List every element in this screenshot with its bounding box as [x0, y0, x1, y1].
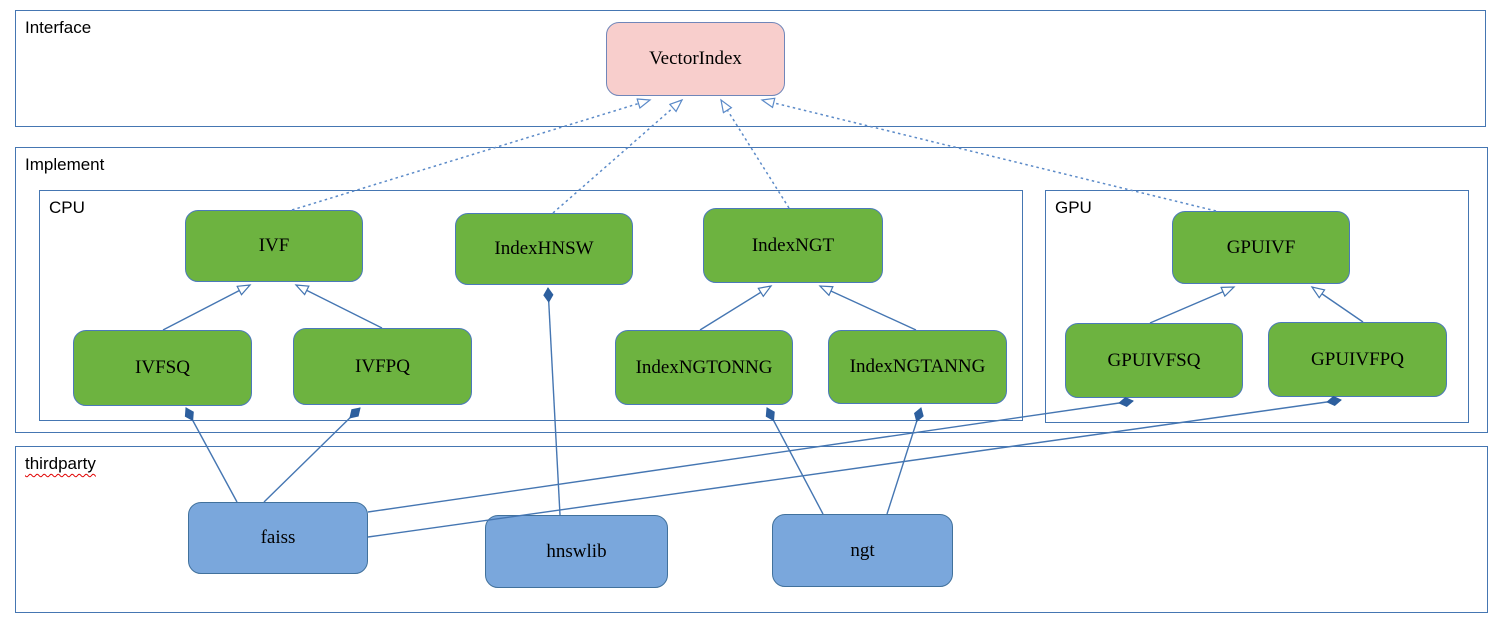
node-gpuivfpq: GPUIVFPQ — [1268, 322, 1447, 397]
node-ivfsq: IVFSQ — [73, 330, 252, 406]
node-gpuivfsq: GPUIVFSQ — [1065, 323, 1243, 398]
node-indexngtanng: IndexNGTANNG — [828, 330, 1007, 404]
node-vectorindex: VectorIndex — [606, 22, 785, 96]
node-faiss-label: faiss — [260, 527, 296, 548]
node-ivfpq: IVFPQ — [293, 328, 472, 405]
node-hnswlib: hnswlib — [485, 515, 668, 588]
container-cpu-label: CPU — [49, 198, 85, 217]
node-vectorindex-label: VectorIndex — [649, 48, 742, 69]
node-gpuivfsq-label: GPUIVFSQ — [1107, 349, 1201, 371]
node-indexngtonng-label: IndexNGTONNG — [635, 356, 773, 378]
node-ivf-label: IVF — [258, 235, 290, 256]
container-gpu-label: GPU — [1055, 198, 1092, 217]
node-indexngt: IndexNGT — [703, 208, 883, 283]
container-implement-label: Implement — [25, 155, 105, 174]
node-hnswlib-label: hnswlib — [546, 540, 607, 562]
container-interface-label: Interface — [25, 18, 92, 37]
node-gpuivf: GPUIVF — [1172, 211, 1350, 284]
node-gpuivf-label: GPUIVF — [1226, 236, 1296, 258]
container-thirdparty-label: thirdparty — [25, 454, 96, 473]
node-faiss: faiss — [188, 502, 368, 574]
node-indexngtonng: IndexNGTONNG — [615, 330, 793, 405]
node-ivfpq-label: IVFPQ — [355, 355, 410, 377]
node-ivf: IVF — [185, 210, 363, 282]
node-ngt: ngt — [772, 514, 953, 587]
node-indexhnsw-label: IndexHNSW — [494, 238, 594, 259]
node-indexngt-label: IndexNGT — [751, 234, 835, 256]
node-indexngtanng-label: IndexNGTANNG — [849, 356, 986, 377]
node-gpuivfpq-label: GPUIVFPQ — [1311, 348, 1404, 370]
node-ivfsq-label: IVFSQ — [135, 357, 190, 378]
node-indexhnsw: IndexHNSW — [455, 213, 633, 285]
node-ngt-label: ngt — [850, 539, 875, 561]
